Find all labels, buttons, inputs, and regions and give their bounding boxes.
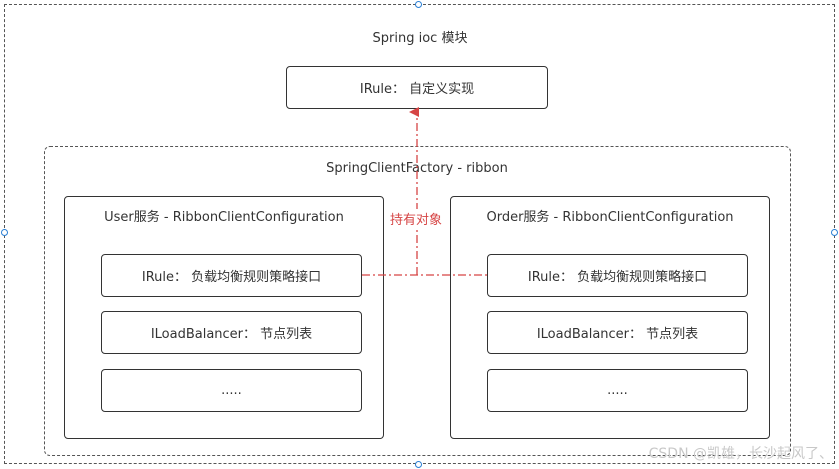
user-service-config-title: User服务 - RibbonClientConfiguration <box>104 210 344 225</box>
relation-label-holds-object: 持有对象 <box>388 209 445 228</box>
selection-handle-bottom[interactable] <box>415 461 422 468</box>
user-more-box[interactable]: ..... <box>101 369 362 412</box>
user-irule-box[interactable]: IRule： 负载均衡规则策略接口 <box>101 254 362 297</box>
user-iloadbalancer-box[interactable]: ILoadBalancer： 节点列表 <box>101 311 362 354</box>
order-iloadbalancer-box[interactable]: ILoadBalancer： 节点列表 <box>487 311 748 354</box>
selection-handle-right[interactable] <box>831 229 838 236</box>
selection-handle-left[interactable] <box>1 229 8 236</box>
order-service-config-title: Order服务 - RibbonClientConfiguration <box>486 210 734 225</box>
spring-client-factory-title: SpringClientFactory - ribbon <box>326 161 508 176</box>
order-irule-box[interactable]: IRule： 负载均衡规则策略接口 <box>487 254 748 297</box>
order-more-box[interactable]: ..... <box>487 369 748 412</box>
outer-frame-title: Spring ioc 模块 <box>372 31 468 46</box>
csdn-watermark: CSDN @凯雄，长沙起风了、 <box>648 446 833 462</box>
selection-handle-top[interactable] <box>415 1 422 8</box>
